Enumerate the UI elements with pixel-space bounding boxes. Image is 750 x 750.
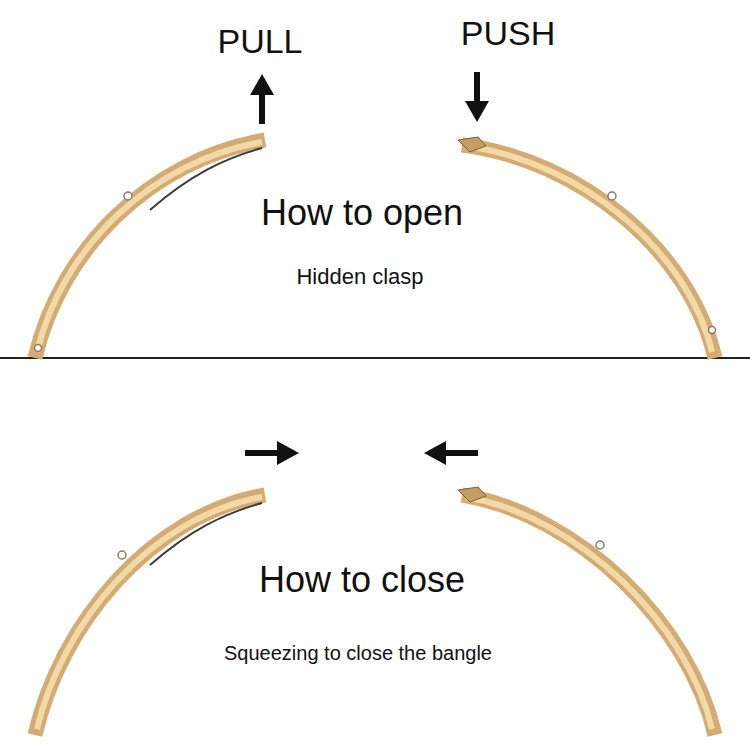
section-note: Hidden clasp — [296, 265, 423, 289]
pull-arrow — [250, 74, 274, 124]
bangle-right-half — [458, 137, 716, 358]
bangle-left-half — [35, 140, 266, 358]
bangle-left-half — [35, 495, 265, 735]
action-label: PUSH — [461, 15, 555, 52]
push-arrow — [465, 72, 489, 122]
section-heading: How to open — [261, 193, 463, 233]
section-heading: How to close — [259, 560, 465, 600]
section-note: Squeezing to close the bangle — [224, 642, 492, 664]
squeeze-arrow-right — [245, 441, 299, 465]
divider-line — [0, 357, 750, 359]
squeeze-arrow-left — [424, 441, 478, 465]
action-label: PULL — [217, 23, 302, 60]
bangle-right-half — [458, 487, 715, 735]
